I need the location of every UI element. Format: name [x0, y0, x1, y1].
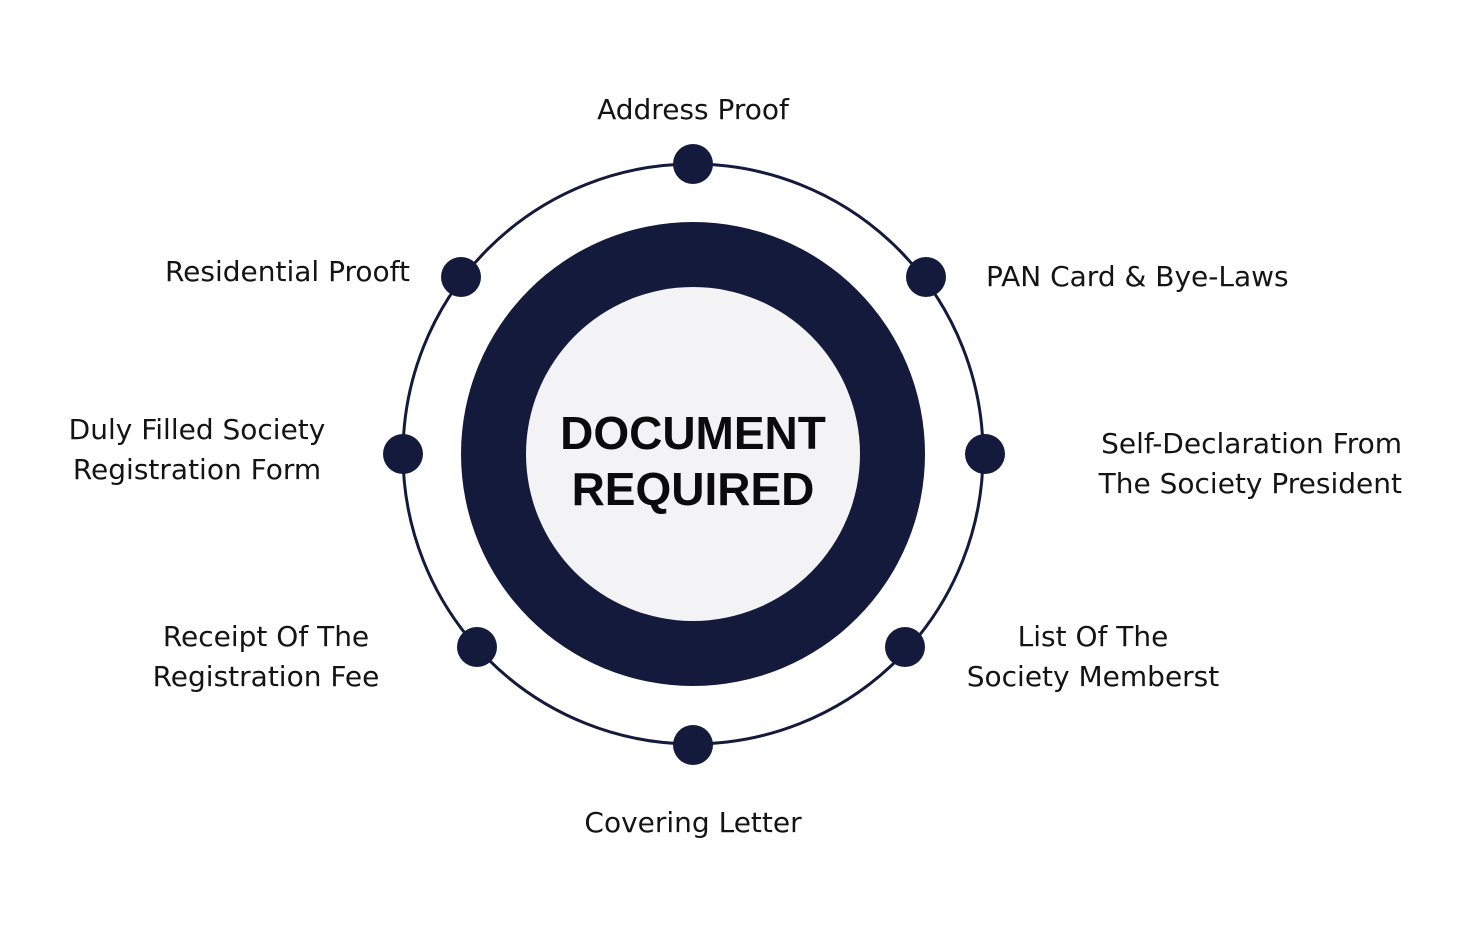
inner-circle	[526, 287, 860, 621]
label-pan-card: PAN Card & Bye-Laws	[986, 260, 1289, 293]
center-title: DOCUMENT REQUIRED	[560, 405, 826, 517]
center-title-line1: DOCUMENT	[560, 407, 826, 459]
orbit-dot	[965, 434, 1005, 474]
orbit-dot	[457, 627, 497, 667]
orbit-dot	[906, 257, 946, 297]
orbit-dot	[383, 434, 423, 474]
label-residential-proof: Residential Prooft	[164, 255, 410, 288]
orbit-dot	[673, 144, 713, 184]
label-covering-letter: Covering Letter	[584, 806, 802, 839]
orbit-dot	[885, 627, 925, 667]
orbit-dot	[673, 725, 713, 765]
label-address-proof: Address Proof	[597, 93, 789, 126]
orbit-dot	[441, 257, 481, 297]
center-title-line2: REQUIRED	[571, 463, 815, 515]
